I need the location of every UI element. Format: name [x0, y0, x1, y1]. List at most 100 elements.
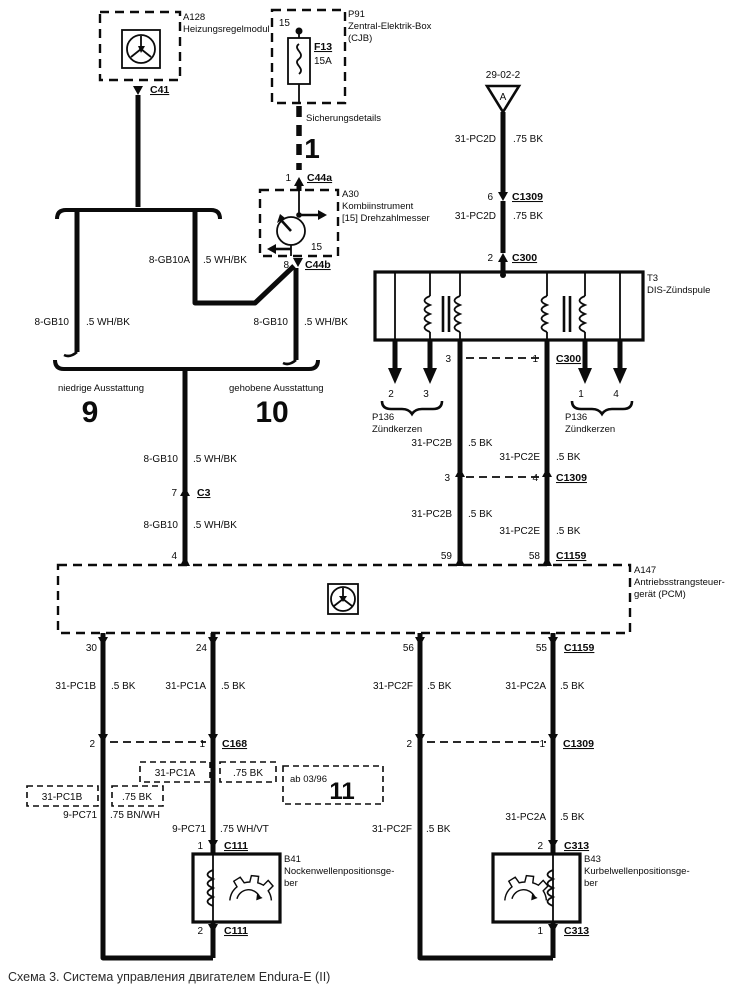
p91-fuse-box: 15 F13 15A P91 Zentral-Elektrik-Box (CJB…	[270, 8, 432, 191]
b43-name-2: ber	[584, 878, 598, 889]
c1309-bottom-label: C1309	[563, 738, 594, 750]
c1159-top-label: C1159	[556, 550, 587, 562]
c41-connector-arrow	[133, 86, 143, 95]
fuse-note: Sicherungsdetails	[306, 113, 381, 124]
c1309-bottom-pin-left: 2	[406, 739, 412, 750]
top-bus	[55, 208, 222, 220]
heater-module-icon	[126, 34, 156, 64]
bottom-bracket	[53, 359, 320, 371]
t3-name: DIS-Zündspule	[647, 285, 710, 296]
wire-gb10a-gauge: .5 WH/BK	[203, 255, 247, 266]
a30-id: A30	[342, 189, 359, 200]
c1309-mid-pin-right: 4	[532, 473, 538, 484]
wire-pc2b2-gauge: .5 BK	[468, 509, 493, 520]
c313-top-label: C313	[564, 840, 589, 852]
wire-pc1b-circuit: 31-PC1B	[55, 681, 96, 692]
c44a-connector-label: C44a	[307, 172, 332, 184]
p91-name-2: (CJB)	[348, 33, 372, 44]
b43-box	[491, 852, 582, 924]
c1309-mid-label: C1309	[556, 472, 587, 484]
b41-box	[191, 852, 282, 924]
wire-pc2e1-circuit: 31-PC2E	[499, 452, 540, 463]
plugs-left-id: P136	[372, 412, 394, 423]
pcm-icon	[330, 586, 356, 612]
wire-gb10-mid1-circuit: 8-GB10	[144, 454, 179, 465]
fuse-rating: 15A	[314, 56, 332, 67]
c44b-down-hook	[282, 358, 297, 366]
c313-top-arrow	[548, 840, 558, 849]
wire-pc2f1-circuit: 31-PC2F	[373, 681, 413, 692]
option-pc1b-gauge: .75 BK	[122, 792, 152, 803]
plug-right-pin2: 4	[613, 389, 619, 400]
pcm-pin-56: 56	[403, 643, 415, 654]
c168-arrow-right	[208, 734, 218, 743]
pcm-pin-58: 58	[529, 551, 541, 562]
c1309-mid-arrow-right	[542, 468, 552, 477]
c111-top-pin: 1	[197, 841, 203, 852]
wire-gb10-mid1-gauge: .5 WH/BK	[193, 454, 237, 465]
c44a-pin: 1	[285, 173, 291, 184]
wire-pc2a2-circuit: 31-PC2A	[505, 812, 546, 823]
pcm-box	[56, 563, 632, 635]
c1309-top-pin: 6	[487, 192, 493, 203]
wire-pc71-left-circuit: 9-PC71	[63, 810, 97, 821]
wire-gb10-mid2-gauge: .5 WH/BK	[193, 520, 237, 531]
c3-pin: 7	[171, 488, 177, 499]
c313-bottom-arrow	[548, 924, 558, 933]
power-ref-label: 29-02-2	[486, 70, 521, 81]
c1159-bottom-label: C1159	[564, 642, 595, 654]
c1309-top-label: C1309	[512, 191, 543, 203]
c111-bottom-pin: 2	[197, 926, 203, 937]
c168-pin-left: 2	[89, 739, 95, 750]
a30-cluster: 15 A30 Kombiinstrument [15] Drehzahlmess…	[258, 188, 430, 271]
option-pc1b-circuit: 31-PC1B	[42, 792, 83, 803]
a30-arrow-right-icon	[318, 210, 327, 220]
c313-top-pin: 2	[537, 841, 543, 852]
wire-pc2b2-circuit: 31-PC2B	[411, 509, 452, 520]
p91-name-1: Zentral-Elektrik-Box	[348, 21, 432, 32]
wire-pc2e2-gauge: .5 BK	[556, 526, 581, 537]
c111-bottom-label: C111	[224, 925, 248, 937]
t3-id: T3	[647, 273, 658, 284]
wire-pc2f1-gauge: .5 BK	[427, 681, 452, 692]
a128-name: Heizungsregelmodul	[183, 24, 270, 35]
plugs-right-name: Zündkerzen	[565, 424, 615, 435]
option-box-pc1b	[26, 785, 99, 807]
wire-pc2e1-gauge: .5 BK	[556, 452, 581, 463]
fuse-pin-label: 15	[279, 18, 291, 29]
fuse-id: F13	[314, 41, 332, 53]
c44b-connector-label: C44b	[305, 259, 331, 271]
option-box-pc1a	[139, 761, 211, 783]
diagram-caption: Схема 3. Система управления двигателем E…	[8, 970, 330, 984]
c1309-bottom-arrow-right	[548, 734, 558, 743]
a30-arrow-left-icon	[267, 244, 276, 254]
b43-name-1: Kurbelwellenpositionsge-	[584, 866, 690, 877]
plug-right-brace	[570, 400, 634, 417]
power-ref-letter: A	[500, 92, 507, 103]
plugs-left-name: Zündkerzen	[372, 424, 422, 435]
wire-pc2a1-gauge: .5 BK	[560, 681, 585, 692]
bus-drop-left-hook	[63, 350, 78, 358]
fuse-terminal-dot	[295, 27, 303, 35]
variant-left-label: niedrige Ausstattung	[58, 383, 144, 394]
c111-top-arrow	[208, 840, 218, 849]
c44a-connector-arrow	[294, 177, 304, 186]
wire-pc71-left-gauge: .75 BN/WH	[110, 810, 160, 821]
wire-pc2a1-circuit: 31-PC2A	[505, 681, 546, 692]
note11-box	[282, 765, 384, 805]
option-pc1a-circuit: 31-PC1A	[155, 768, 196, 779]
wire-gb10a-circuit: 8-GB10A	[149, 255, 190, 266]
pcm-entry-arrow-4	[180, 556, 190, 566]
b41-id: B41	[284, 854, 301, 865]
crankshaft-sensor-branch: 31-PC2F .5 BK 31-PC2A .5 BK 2 1 C1309 31…	[372, 633, 690, 961]
fuse-element	[296, 43, 302, 75]
plug-left-brace	[380, 400, 444, 417]
pcm-pin-30: 30	[86, 643, 98, 654]
bus-drop-to-c44b	[192, 212, 296, 306]
a128-id: A128	[183, 12, 205, 23]
c44b-pin: 8	[283, 260, 289, 271]
pcm-entry-arrow-59	[455, 556, 465, 566]
wire-gb10-right-circuit: 8-GB10	[254, 317, 289, 328]
